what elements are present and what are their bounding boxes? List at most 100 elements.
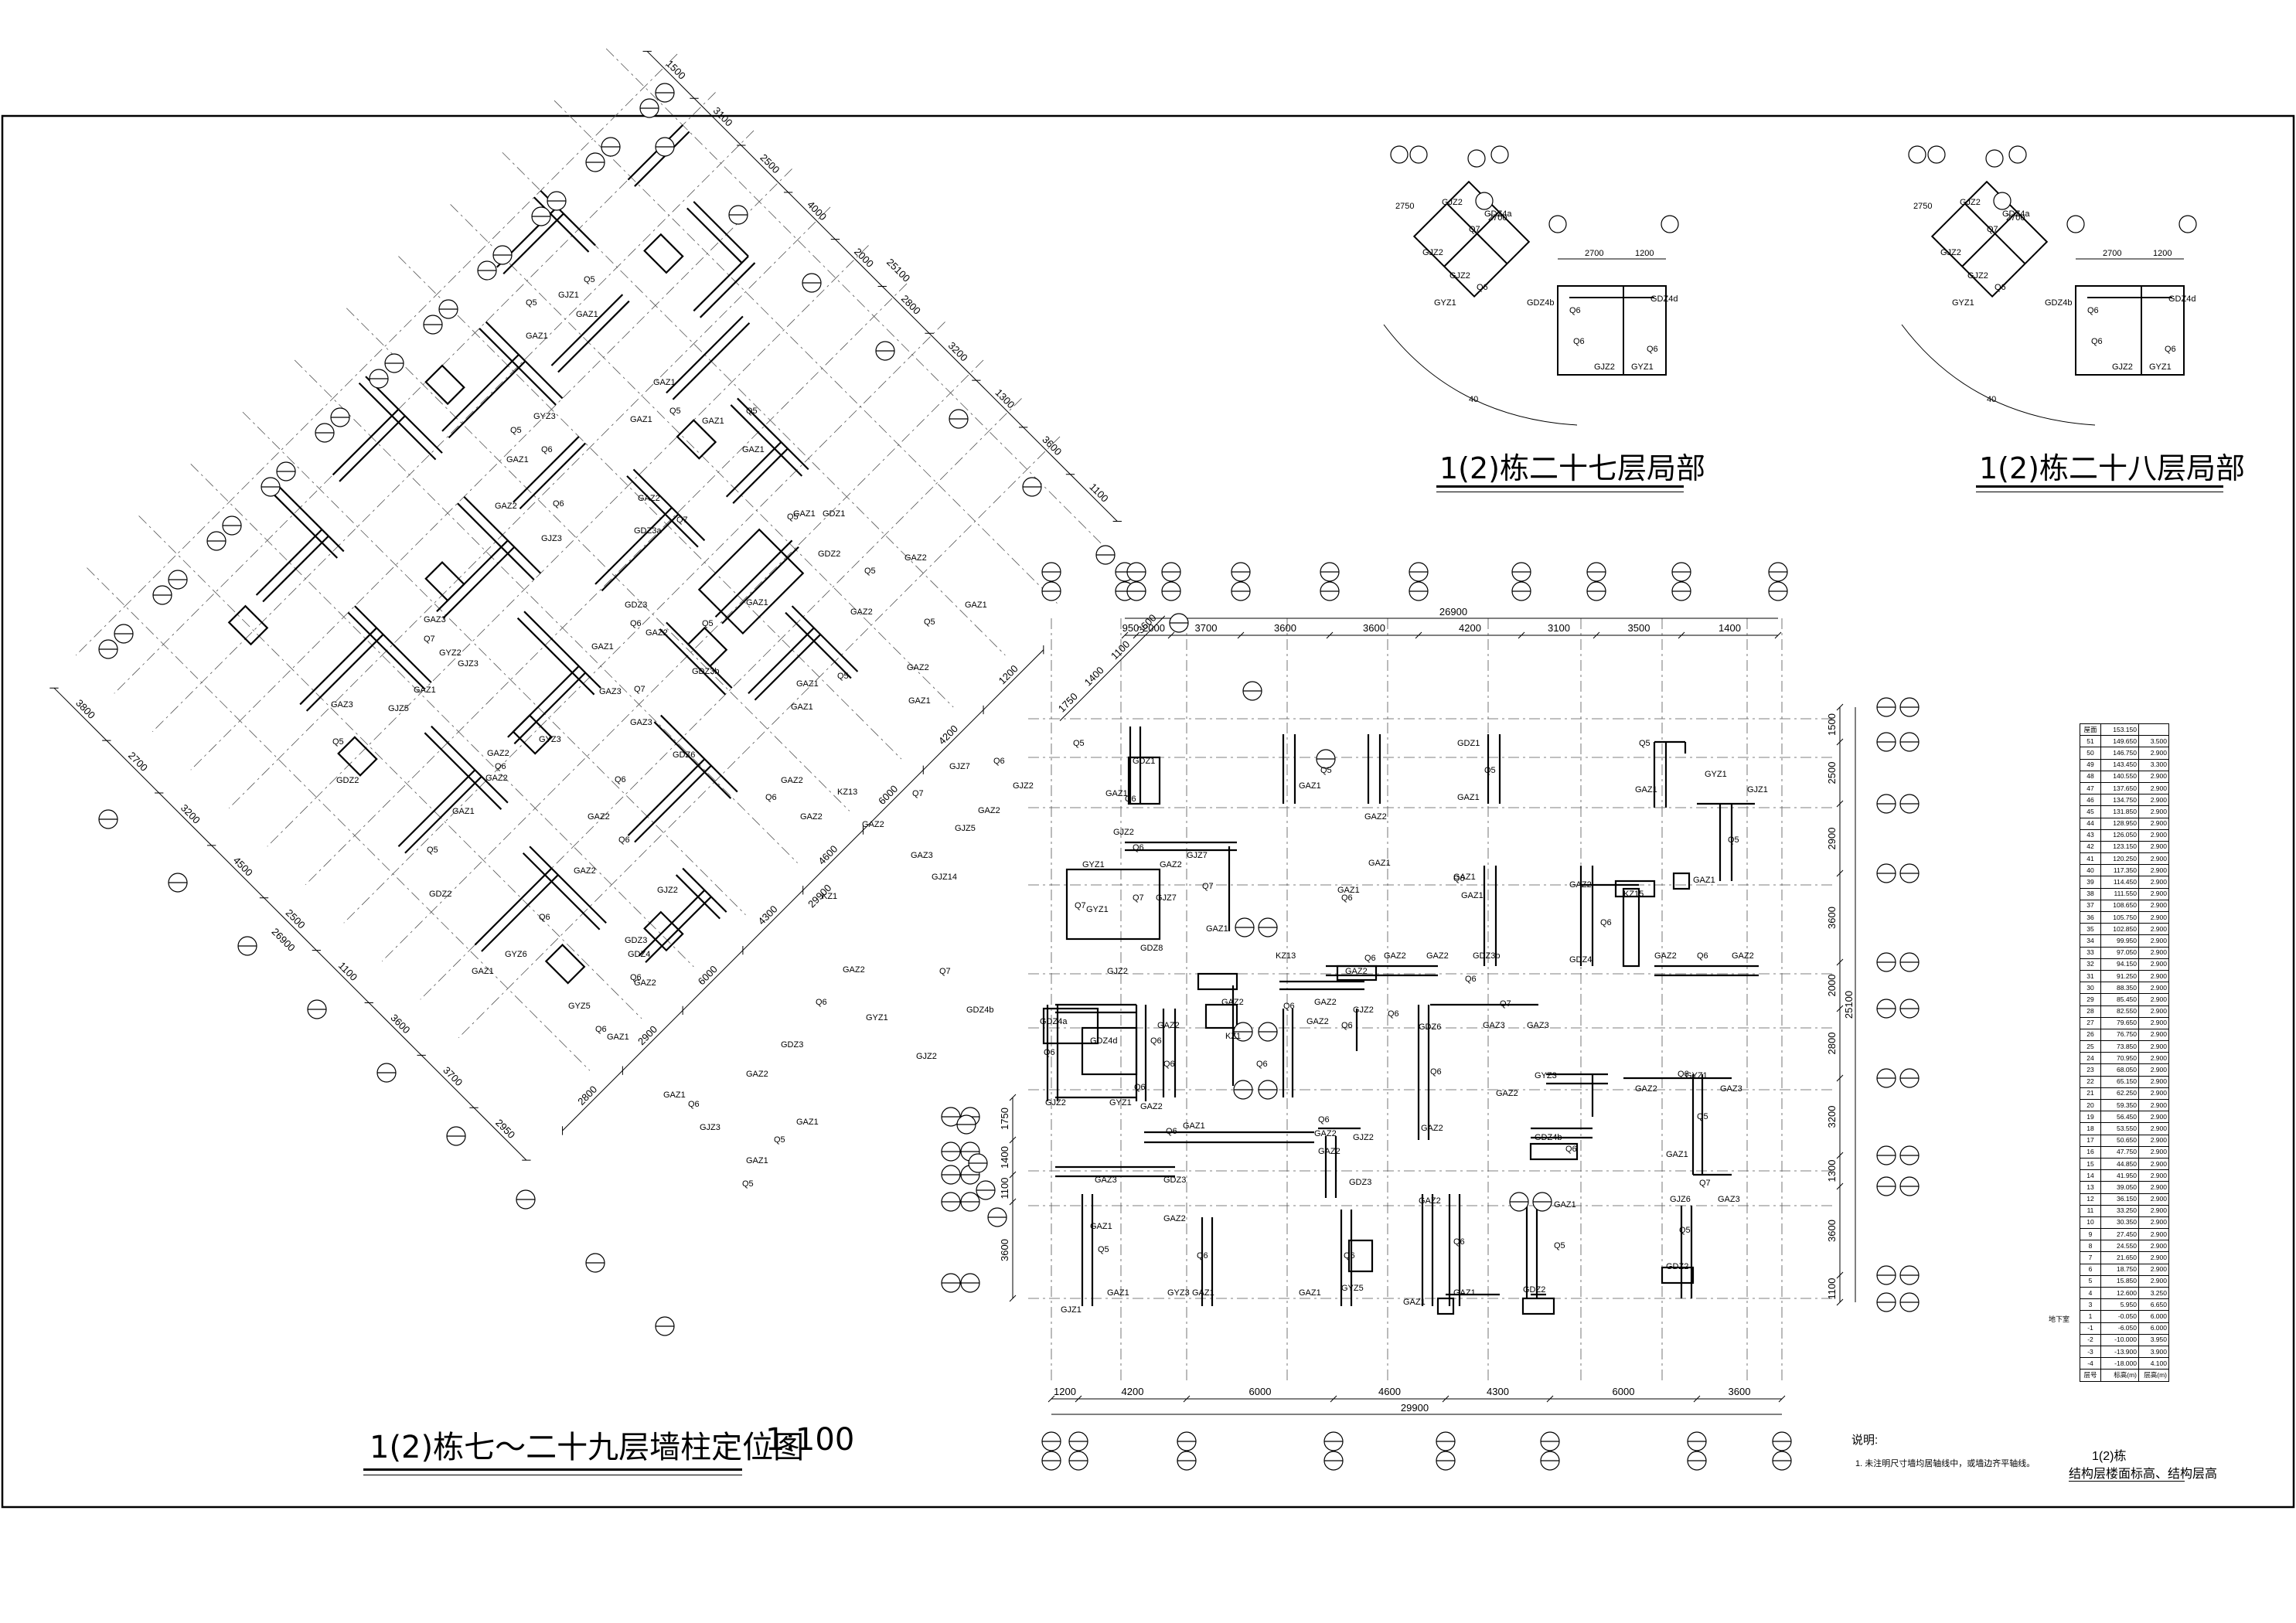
floor-cell: 36.150 [2100,1193,2139,1206]
dim-tick [1065,474,1075,475]
component-label: GDZ3 [1163,1176,1186,1185]
floor-cell: 29 [2080,993,2101,1006]
wall-segment [601,513,680,592]
component-label: GAZ1 [414,686,436,695]
axis-line [398,256,902,760]
floor-cell: -1 [2080,1322,2101,1335]
wall-segment [533,196,590,253]
floor-cell: 126.050 [2100,829,2139,842]
component-label: Q7 [424,635,435,644]
floor-cell: 2.900 [2138,817,2169,830]
component-label: GAZ2 [746,1070,768,1079]
axis-line [605,48,1109,552]
wall-box [1661,1266,1695,1284]
floor-cell: 2.900 [2138,1075,2169,1088]
floor-cell: 2.900 [2138,1063,2169,1077]
component-label: Q6 [1388,1009,1399,1019]
axis-line [502,151,1006,656]
floor-cell: 2.900 [2138,852,2169,866]
component-label: GDZ6 [673,750,695,760]
wall-segment [262,535,329,603]
floor-cell: 7 [2080,1251,2101,1264]
component-label: Q6 [993,757,1005,766]
wall-box [227,604,269,646]
axis-line [420,398,1022,1000]
floor-cell: 27.450 [2100,1228,2139,1241]
axis-line [114,92,716,694]
floor-cell: 30 [2080,982,2101,995]
notes-text: 1. 未注明尺寸墙均居轴线中，或墙边齐平轴线。 [1855,1459,2035,1468]
partial-axis-bubble [2008,145,2027,164]
floor-cell: 41.950 [2100,1169,2139,1182]
floor-cell: 2.900 [2138,747,2169,760]
component-label: Q5 [332,737,344,747]
floor-cell: -4 [2080,1357,2101,1370]
floor-cell: 49 [2080,758,2101,771]
floor-cell: 137.650 [2100,781,2139,795]
dim-tick [925,332,934,334]
dim-tick [690,97,699,99]
floor-cell: 3.300 [2138,758,2169,771]
component-label: Q6 [495,762,506,771]
dim-label: 4300 [1487,1386,1509,1397]
floor-cell: 70.950 [2100,1052,2139,1065]
floor-cell: 44.850 [2100,1157,2139,1171]
component-label: GJZ7 [949,762,970,771]
dim-label: 950 [1122,622,1139,634]
floor-cell: 39 [2080,876,2101,889]
component-label: GAZ3 [1095,1176,1117,1185]
component-label: GAZ1 [630,415,652,424]
dim-tick [802,886,804,895]
component-label: Q6 [1125,794,1136,804]
floor-cell: 2.900 [2138,899,2169,913]
component-label: GJZ2 [1353,1005,1374,1015]
component-label: GAZ2 [1364,812,1387,822]
wall-segment [463,495,542,574]
partial-label: Q6 [2165,345,2176,354]
floor-cell: 146.750 [2100,747,2139,760]
component-label: Q6 [1364,954,1376,963]
component-label: GAZ2 [1732,951,1754,961]
floor-cell: 2.900 [2138,1122,2169,1135]
wall-box [1622,887,1640,968]
partial-label: Q7 [1469,225,1480,234]
dim-tick [1009,1094,1017,1101]
dim-tick [1009,1171,1017,1179]
component-label: GJZ7 [1156,893,1177,903]
floor-cell: 18.750 [2100,1263,2139,1276]
component-label: Q5 [746,407,758,416]
floor-cell: 149.650 [2100,735,2139,748]
wall-segment [397,769,476,848]
axis-grid-right [1028,618,1832,1383]
wall-box [1081,1026,1138,1076]
component-label: Q6 [618,835,630,845]
partial-label: Q6 [1477,283,1488,292]
component-label: GAZ2 [487,749,509,758]
floor-cell: 99.950 [2100,934,2139,948]
floor-cell: 76.750 [2100,1028,2139,1042]
wall-segment [660,714,738,793]
dim-tick [783,192,793,193]
floor-cell: 16 [2080,1145,2101,1159]
dim-label: 3600 [1363,622,1385,634]
dim-tick [417,1054,426,1056]
component-label: GYZ1 [866,1013,888,1022]
dim-label: 1100 [999,1178,1010,1199]
component-label: GDZ3 [781,1040,803,1050]
dim-total-right: 25100 [1843,991,1855,1019]
floor-cell: 11 [2080,1204,2101,1217]
component-label: GAZ2 [1419,1196,1441,1206]
component-label: KZ1 [1225,1032,1241,1041]
floor-cell: 2.900 [2138,840,2169,854]
floor-cell: 2.900 [2138,1098,2169,1112]
component-label: GAZ2 [1140,1102,1163,1111]
component-label: Q5 [837,672,849,681]
floor-cell: 45 [2080,805,2101,818]
floor-cell: -18.000 [2100,1357,2139,1370]
dim-tick [1774,631,1782,639]
axis-line [87,567,591,1071]
component-label: GDZ3 [625,936,647,945]
